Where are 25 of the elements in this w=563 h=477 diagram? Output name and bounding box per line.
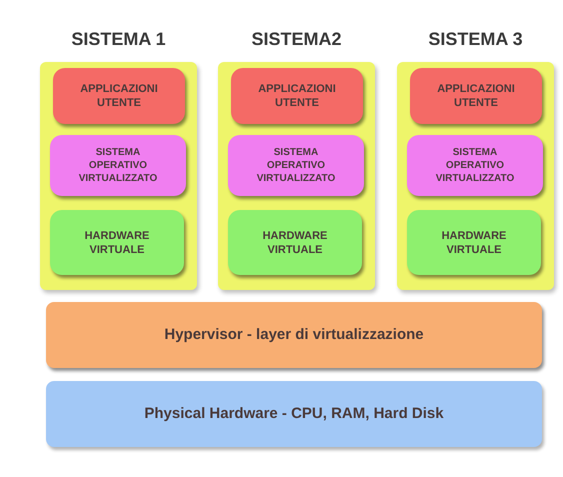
layer-label: Hypervisor - layer di virtualizzazione (164, 324, 424, 345)
os-layer-box (407, 135, 543, 196)
layer-label: HARDWARE VIRTUALE (440, 228, 508, 256)
virtual-hardware-box (407, 210, 541, 275)
layer-label: APPLICAZIONI UTENTE (257, 82, 337, 110)
os-layer-box (228, 135, 364, 196)
layer-label: SISTEMA OPERATIVO VIRTUALIZZATO (434, 146, 516, 185)
layer-label: SISTEMA OPERATIVO VIRTUALIZZATO (78, 146, 158, 185)
application-layer-box (231, 68, 363, 124)
system-heading: SISTEMA 3 (427, 28, 524, 51)
layer-label: HARDWARE VIRTUALE (84, 228, 150, 256)
virtual-hardware-box (50, 210, 184, 275)
application-layer-box (410, 68, 542, 124)
layer-label: Physical Hardware - CPU, RAM, Hard Disk (144, 404, 444, 424)
hypervisor-layer-box (46, 302, 542, 368)
os-layer-box (50, 135, 186, 196)
physical-hardware-box (46, 381, 542, 447)
layer-label: APPLICAZIONI UTENTE (436, 82, 516, 110)
virtual-hardware-box (228, 210, 362, 275)
layer-label: APPLICAZIONI UTENTE (79, 82, 159, 110)
system-heading: SISTEMA2 (250, 28, 343, 51)
layer-label: SISTEMA OPERATIVO VIRTUALIZZATO (256, 146, 336, 185)
layer-label: HARDWARE VIRTUALE (262, 228, 328, 256)
application-layer-box (53, 68, 185, 124)
system-heading: SISTEMA 1 (70, 28, 167, 51)
